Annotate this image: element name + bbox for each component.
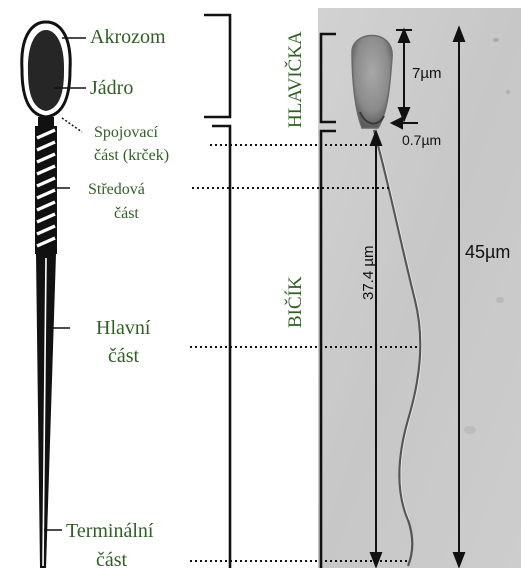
measure-tail-length: 37.4 µm	[360, 246, 377, 301]
label-end-piece-2: část	[96, 549, 128, 568]
label-midpiece-2: část	[114, 205, 139, 222]
nucleus	[28, 30, 64, 111]
label-principal-piece-2: část	[108, 345, 140, 367]
drawn-sperm	[22, 22, 70, 568]
label-acrosome: Akrozom	[90, 26, 166, 48]
label-midpiece-1: Středová	[88, 181, 145, 198]
label-principal-piece-1: Hlavní	[96, 317, 151, 339]
part-labels: Akrozom Jádro Spojovací část (krček) Stř…	[66, 26, 306, 568]
measure-neck-width: 0.7µm	[402, 132, 441, 148]
label-head-bracket: HLAVIČKA	[284, 31, 306, 128]
brackets	[204, 15, 336, 568]
label-nucleus: Jádro	[90, 77, 133, 99]
label-tail-bracket: BIČÍK	[284, 276, 306, 328]
measure-total-length: 45µm	[465, 242, 510, 262]
micrograph-panel	[318, 8, 521, 568]
label-connecting-piece-1: Spojovací	[94, 124, 159, 141]
neck-leader	[62, 118, 82, 132]
neck	[38, 117, 54, 126]
label-connecting-piece-2: část (krček)	[94, 147, 169, 164]
measure-head-length: 7µm	[412, 65, 441, 82]
head-bracket-left	[204, 15, 230, 117]
label-end-piece-1: Terminální	[66, 520, 154, 542]
